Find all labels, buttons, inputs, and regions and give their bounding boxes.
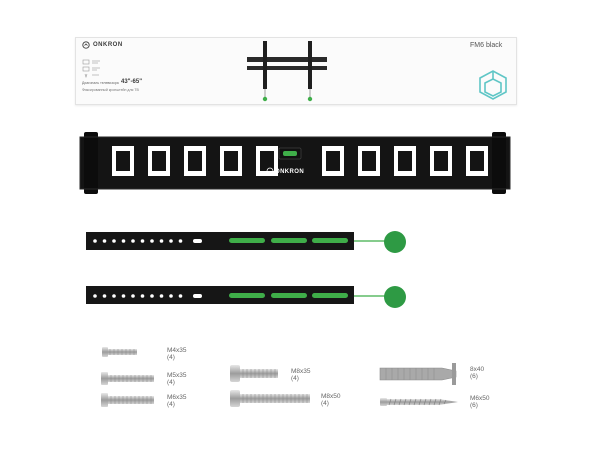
bolt-m5x35: [101, 372, 154, 385]
box-subtitle: Фиксированный кронштейн для ТВ: [82, 88, 139, 92]
box-spec-icons: [82, 59, 100, 78]
onkron-logo-icon: [82, 41, 90, 49]
box-cube-logo-icon: [479, 70, 507, 100]
wall-rail: [79, 132, 511, 194]
hardware-label-m8x50: M8x50(4): [321, 393, 341, 407]
hardware-label-m4x35: M4x35(4): [167, 347, 187, 361]
tv-arm-1: [86, 231, 406, 253]
bolt-m6x35: [101, 393, 154, 407]
rail-brand-name: ONKRON: [275, 169, 305, 175]
bolt-m8x35: [230, 365, 278, 382]
lag-screw-m6x50: [380, 398, 458, 406]
bolt-m8x50: [230, 390, 310, 407]
tv-arm-2: [86, 286, 406, 308]
wall-anchor-8x40: [379, 363, 457, 385]
hardware-label-m6x50: M6x50(6): [470, 395, 490, 409]
rail-logo-icon: [266, 167, 274, 175]
box-model-name: FM6 black: [470, 42, 503, 49]
product-box: [75, 37, 517, 105]
box-mount-illustration: [247, 41, 327, 102]
hardware-label-m8x35: M8x35(4): [291, 368, 311, 382]
arm-1-holes: [93, 239, 202, 243]
box-size-prefix: Диагональ телевизора: [82, 81, 119, 85]
bolt-m4x35: [102, 347, 137, 357]
hardware-label-m6x35: M6x35(4): [167, 394, 187, 408]
box-size-range: 43"-65": [121, 79, 143, 85]
hardware-label-8x40: 8x40(6): [470, 366, 485, 380]
arm-2-holes: [93, 294, 202, 298]
box-brand-name: ONKRON: [93, 42, 123, 48]
hardware-label-m5x35: M5x35(4): [167, 372, 187, 386]
